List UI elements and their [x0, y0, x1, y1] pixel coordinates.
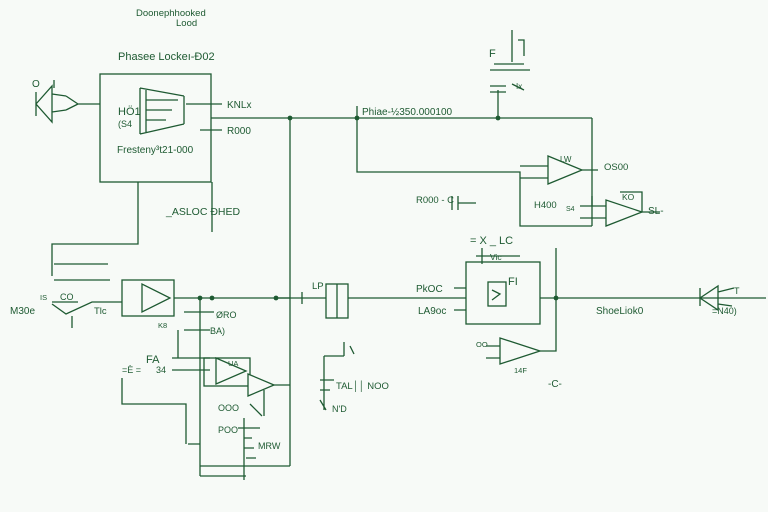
ooo-label: OOO [218, 403, 239, 413]
fi-block-outline [465, 261, 541, 325]
oo-label: OO [476, 340, 488, 349]
f-top-label: F [489, 48, 496, 60]
shoe-label: ShoeLiok0 [596, 306, 644, 317]
main-bus [211, 117, 593, 226]
ua-label: UA [228, 359, 238, 368]
junction-dot [273, 295, 279, 301]
h400-label: H400 [534, 200, 557, 211]
divider-label: _ASLOC ÐHED [165, 206, 241, 218]
fi-label: FI [508, 276, 518, 288]
k8-label: K8 [158, 321, 167, 330]
fi-output-amplifier: OO 14F [476, 298, 557, 375]
tal-label: TAL││ NOO [336, 380, 389, 392]
thirtyfour-label: 34 [156, 365, 166, 375]
t-right-label: T [734, 286, 740, 296]
lp-label: LP [312, 281, 324, 292]
ein-label: =È = [122, 365, 141, 375]
lw-label: LW [560, 155, 572, 164]
crystal-component: F Ix [489, 30, 530, 118]
pll-pin-b: (S4 [118, 119, 132, 129]
lp-filter: LP [301, 281, 466, 319]
bottom-ladder-wires [188, 418, 290, 480]
header-line2: Lood [176, 18, 197, 29]
vco-symbol [139, 87, 185, 135]
pkc-label: PkOC [416, 284, 443, 295]
ko-label: KO [622, 192, 635, 202]
pll-block-outline [99, 73, 212, 183]
pll-out-bottom-label: R000 [227, 126, 251, 137]
minus-c-label: -C- [548, 379, 562, 390]
fourteen-f-label: 14F [514, 366, 527, 375]
lw-amplifier: LW OS00 [520, 155, 628, 185]
tal-switch: TAL││ NOO N'D [319, 342, 389, 414]
mrw-label: MRW [258, 441, 281, 451]
ix-label: Ix [516, 82, 522, 91]
lasoc-label: LA9oc [418, 306, 446, 317]
junction-dot [209, 295, 215, 301]
ia-label: IS [40, 293, 47, 302]
fi-block: FI [465, 248, 766, 325]
junction-dot [197, 295, 203, 301]
m30e-label: M30e [10, 306, 35, 317]
r000c-component: R000 - C [416, 195, 476, 210]
co-label: CO [60, 292, 74, 302]
sl-label: SL- [648, 206, 664, 217]
s4-label: S4 [566, 206, 575, 213]
nd-label: N'D [332, 404, 347, 414]
left-divider-wire [51, 182, 139, 281]
vertical-bus [276, 118, 326, 466]
m30e-input-wire [51, 301, 112, 328]
pll-block: Phasee Lockeı-Ð02 HÖ1 (S4 Fresteny³t21-0… [99, 51, 251, 183]
xlc-label: = X _ LC [470, 235, 513, 247]
vc-label: Vic [490, 252, 502, 262]
pll-block-title: Phasee Lockeı-Ð02 [118, 51, 215, 63]
ba-label: BA) [210, 326, 225, 336]
header-line1: Doonephhooked [136, 8, 206, 19]
ko-amplifier: H400 S4 KO SL- [534, 191, 664, 227]
osoo-label: OS00 [604, 162, 628, 173]
output-connector-right: ShoeLiok0 T =N40) [596, 284, 740, 317]
tic-label: Tlc [94, 306, 107, 317]
fi-input-wires [454, 287, 466, 311]
fa-amplifier: FA =È = 34 UA [121, 330, 290, 444]
pll-out-top-label: KNLx [227, 100, 251, 111]
oro-wires [184, 298, 214, 476]
pll-frequency-label: Fresteny³t21-000 [117, 145, 194, 156]
left-comparator: K8 [112, 279, 290, 330]
input-connector-left: O [32, 79, 100, 124]
fa-label: FA [146, 354, 160, 366]
pll-pin-a: HÖ1 [118, 106, 141, 118]
nkq-label: =N40) [712, 306, 737, 316]
vc-wire [476, 248, 520, 264]
phase-value-label: Phiae-½350.000100 [362, 107, 453, 118]
phase-loop-wire [356, 106, 592, 227]
oro-label: ØRO [216, 310, 237, 320]
r000c-label: R000 - C [416, 195, 454, 206]
poo-label: POO [218, 425, 238, 435]
left-input-label: O [32, 79, 40, 90]
